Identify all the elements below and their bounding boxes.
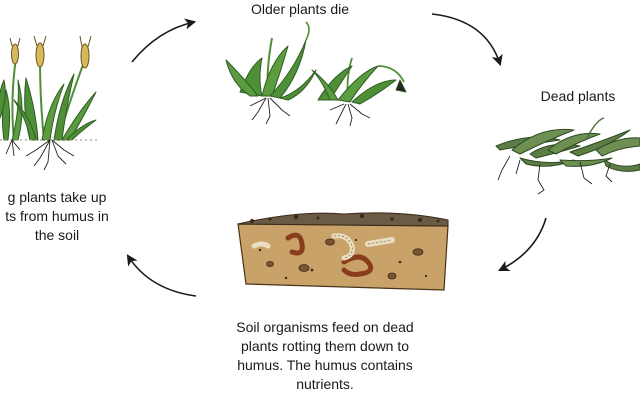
young-plants-label-line-3: the soil — [34, 227, 80, 243]
arrow-older-to-dead — [431, 13, 503, 67]
arrow-dead-to-soil — [497, 217, 547, 272]
soil-organisms-label-line-2: plants rotting them down to — [240, 338, 410, 354]
arrow-young-to-older — [131, 18, 197, 63]
young-plants-illustration — [0, 35, 100, 171]
dead-plants-label: Dead plants — [540, 88, 616, 104]
soil-organisms-label-line-4: nutrients. — [296, 376, 354, 392]
soil-organisms-label-line-1: Soil organisms feed on dead — [236, 319, 414, 335]
soil-block-illustration — [237, 212, 449, 291]
dead-plants-illustration — [495, 117, 640, 195]
older-plants-illustration — [225, 21, 407, 127]
soil-organisms-label: Soil organisms feed on dead plants rotti… — [208, 318, 442, 394]
young-plants-label-line-1: g plants take up — [7, 189, 107, 205]
young-plants-label: g plants take up ts from humus in the so… — [0, 188, 146, 245]
older-plants-die-label: Older plants die — [250, 1, 350, 17]
arrow-soil-to-young — [126, 254, 197, 297]
young-plants-label-line-2: ts from humus in — [5, 208, 109, 224]
soil-organisms-label-line-3: humus. The humus contains — [237, 357, 413, 373]
